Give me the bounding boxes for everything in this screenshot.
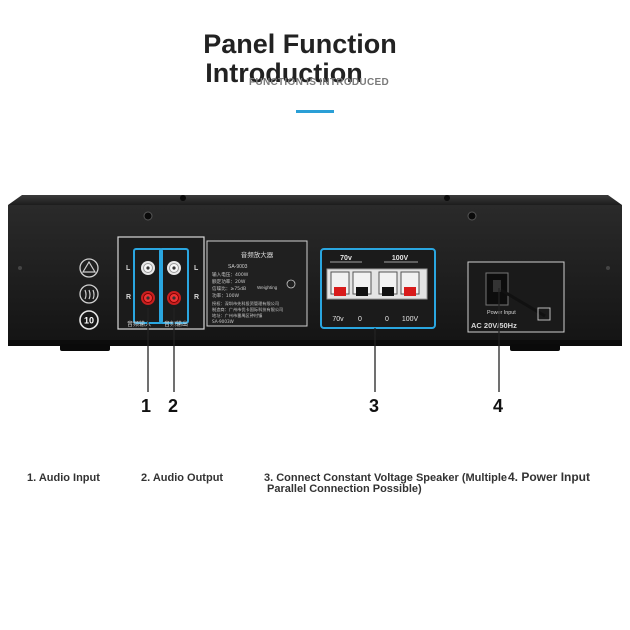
rca-output-right-jack[interactable]: [167, 291, 181, 305]
power-input-text: Power Input: [487, 310, 516, 316]
terminal-group-100v-label: 100V: [392, 255, 409, 262]
chassis-bottom-edge: [8, 340, 622, 346]
power-rating-text: AC 20V/50Hz: [471, 321, 517, 330]
speaker-terminal-0-a[interactable]: [352, 271, 372, 296]
nameplate-model: SA-9003: [228, 264, 248, 270]
nameplate-footer: 制造商：广州市优卡国际科技有限公司: [212, 306, 283, 313]
audio-output-label: 音频输出: [164, 320, 188, 328]
nameplate: [206, 240, 308, 327]
page-subtitle: FUNCTION IS INTRODUCED: [249, 77, 389, 88]
nameplate-footer: SA-9003W: [212, 319, 234, 324]
speaker-terminal-70v[interactable]: [330, 271, 350, 296]
rca-input-left-jack[interactable]: [141, 261, 155, 275]
terminal-group-70v-label: 70v: [340, 255, 352, 262]
speaker-terminal-0-b[interactable]: [378, 271, 398, 296]
chassis-top-edge: [8, 195, 622, 205]
screw-icon: [180, 195, 186, 201]
nameplate-footer: 授权：深圳市先科投资管理有限公司: [212, 300, 279, 307]
callout-number-1: 1: [141, 396, 152, 416]
screw-icon: [606, 266, 610, 270]
title-line-1: Panel Function: [203, 29, 397, 59]
audio-input-label: 音频输入: [127, 320, 151, 328]
accent-divider: [296, 110, 334, 113]
terminal-label: 0: [385, 316, 389, 323]
foot-right: [510, 344, 560, 351]
foot-left: [60, 344, 110, 351]
caption-speaker: 3. Connect Constant Voltage Speaker (Mul…: [264, 473, 514, 495]
callout-number-2: 2: [168, 396, 179, 416]
nameplate-line: 信噪比：≥75dB: [212, 285, 246, 292]
caption-audio-input: 1. Audio Input: [27, 472, 100, 484]
screw-icon: [18, 266, 22, 270]
terminal-label: 0: [358, 316, 362, 323]
screw-icon: [143, 211, 153, 221]
callout-number-3: 3: [369, 396, 380, 416]
screw-icon: [444, 195, 450, 201]
caption-speaker-line2: Parallel Connection Possible): [267, 483, 422, 495]
age-rating-text: 10: [84, 316, 94, 326]
recycle-icon: [286, 279, 296, 289]
speaker-terminal-100v[interactable]: [400, 271, 420, 296]
caption-speaker-line1: 3. Connect Constant Voltage Speaker (Mul…: [264, 472, 508, 484]
nameplate-heading: 音频放大器: [241, 250, 274, 259]
caption-audio-output: 2. Audio Output: [141, 472, 224, 484]
fuse-holder: [537, 307, 551, 321]
rca-input-right-jack[interactable]: [141, 291, 155, 305]
screw-icon: [467, 211, 477, 221]
page-title: Panel Function Introduction: [0, 30, 630, 88]
terminal-label: 70v: [332, 316, 344, 323]
callout-number-4: 4: [493, 396, 504, 416]
rca-output-left-jack[interactable]: [167, 261, 181, 275]
channel-right-label: R: [126, 294, 131, 301]
nameplate-weight: Weighting: [257, 285, 278, 290]
heat-icon: [79, 284, 99, 304]
age-rating-icon: 10: [79, 310, 99, 330]
nameplate-line: 功率：100W: [212, 292, 240, 299]
terminal-label: 100V: [402, 316, 419, 323]
certification-icon: [79, 258, 99, 278]
title-line-2: Introduction: [205, 58, 363, 88]
nameplate-line: 输入电压：400W: [212, 271, 249, 278]
nameplate-footer: 地址：广州市番禺区钟村镇: [212, 312, 262, 319]
channel-left-label-out: L: [194, 265, 199, 272]
channel-left-label: L: [126, 265, 131, 272]
power-input-plate: [467, 261, 565, 333]
nameplate-line: 额定功率：20W: [212, 278, 246, 285]
caption-power-input: 4. Power Input: [508, 470, 591, 484]
channel-right-label-out: R: [194, 294, 199, 301]
